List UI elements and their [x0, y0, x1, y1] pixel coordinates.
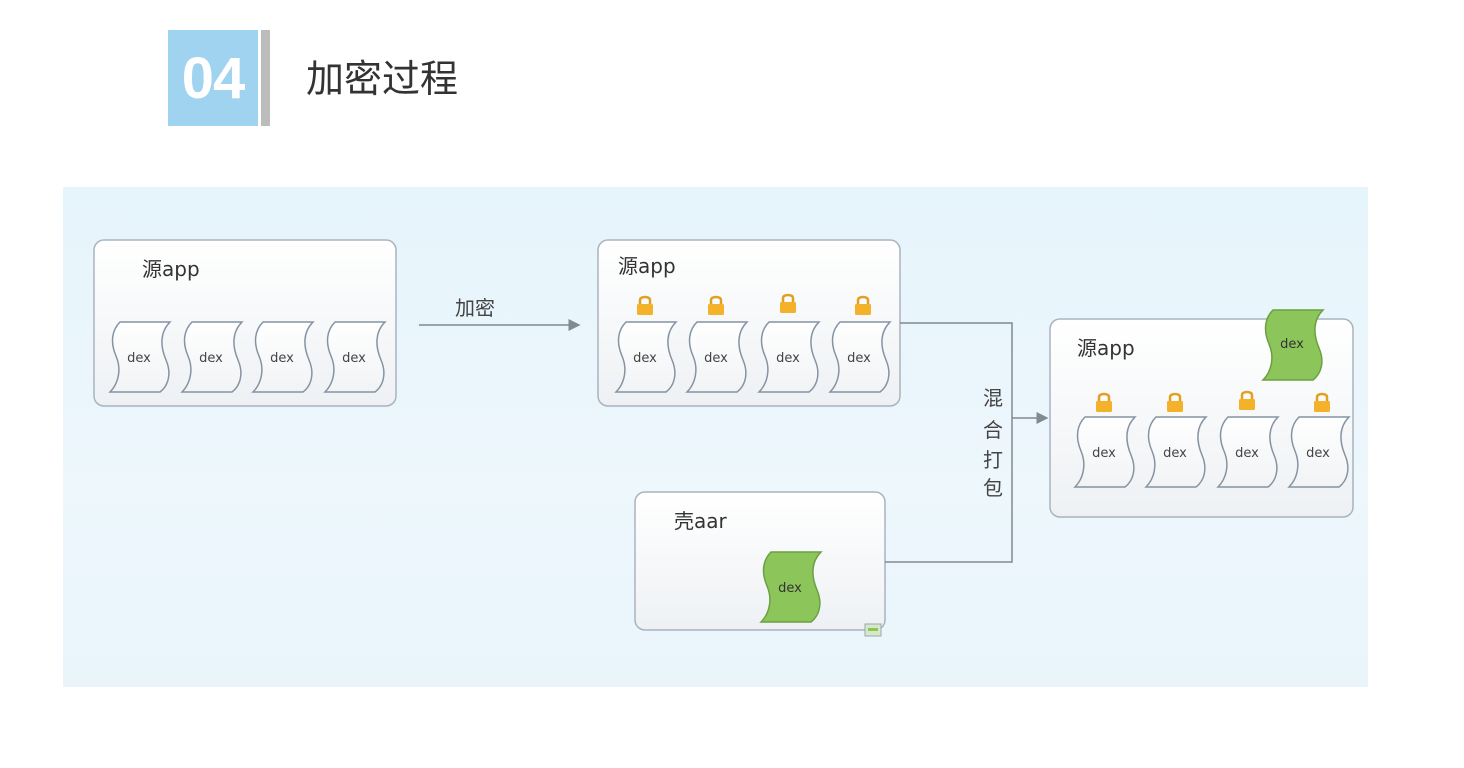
dex-label: dex — [270, 351, 294, 366]
dex-label: dex — [199, 351, 223, 366]
dex-label: dex — [633, 351, 657, 366]
dex-document-icon: dex — [108, 321, 172, 393]
dex-label: dex — [1235, 446, 1259, 461]
dex-label: dex — [704, 351, 728, 366]
dex-label: dex — [1280, 337, 1304, 352]
dex-document-icon: dex — [251, 321, 315, 393]
result-app-label: 源app — [1077, 336, 1135, 360]
merge-label-char: 包 — [983, 476, 1003, 500]
dex-label: dex — [1306, 446, 1330, 461]
dex-label: dex — [776, 351, 800, 366]
encrypt-arrow: 加密 — [419, 296, 581, 331]
page-title: 加密过程 — [306, 57, 459, 101]
dex-document-icon: dex — [614, 321, 678, 393]
section-number-divider — [261, 30, 270, 126]
lock-icon — [708, 295, 724, 315]
lock-icon — [1314, 392, 1330, 412]
dex-label: dex — [778, 581, 802, 596]
dex-document-icon: dex — [828, 321, 892, 393]
dex-document-icon: dex — [1073, 416, 1137, 488]
merge-connector: 混 合 打 包 — [885, 322, 1049, 563]
lock-icon — [1167, 392, 1183, 412]
dex-document-icon: dex — [180, 321, 244, 393]
dex-label: dex — [1092, 446, 1116, 461]
merge-label-char: 混 — [983, 386, 1003, 410]
dex-document-icon: dex — [759, 551, 823, 623]
encrypted-app-box: 源app — [597, 239, 901, 407]
dex-document-icon: dex — [1144, 416, 1208, 488]
dex-document-icon: dex — [1216, 416, 1280, 488]
dex-document-icon: dex — [323, 321, 387, 393]
diagram-canvas: 源app dex dex dex dex — [93, 239, 1354, 637]
merge-label-char: 打 — [983, 448, 1003, 472]
encrypted-app-label: 源app — [618, 254, 676, 278]
lock-icon — [1239, 390, 1255, 410]
lock-icon — [637, 295, 653, 315]
section-number-badge: 04 — [168, 30, 258, 126]
lock-icon — [1096, 392, 1112, 412]
source-app-label: 源app — [142, 257, 200, 281]
dex-document-icon: dex — [1261, 309, 1325, 381]
dex-document-icon: dex — [685, 321, 749, 393]
merge-label-char: 合 — [983, 418, 1003, 442]
dex-document-icon: dex — [757, 321, 821, 393]
lock-icon — [780, 293, 796, 313]
dex-label: dex — [847, 351, 871, 366]
source-app-box: 源app dex dex dex dex — [93, 239, 397, 407]
result-app-box: 源app dex — [1049, 309, 1354, 518]
shell-aar-label: 壳aar — [674, 509, 728, 533]
dex-label: dex — [1163, 446, 1187, 461]
dex-document-icon: dex — [1287, 416, 1351, 488]
dex-label: dex — [342, 351, 366, 366]
lock-icon — [855, 295, 871, 315]
shell-aar-box: 壳aar dex — [634, 491, 886, 637]
diagram-panel: 源app dex dex dex dex — [63, 187, 1368, 687]
encrypt-arrow-label: 加密 — [455, 296, 495, 320]
dex-label: dex — [127, 351, 151, 366]
